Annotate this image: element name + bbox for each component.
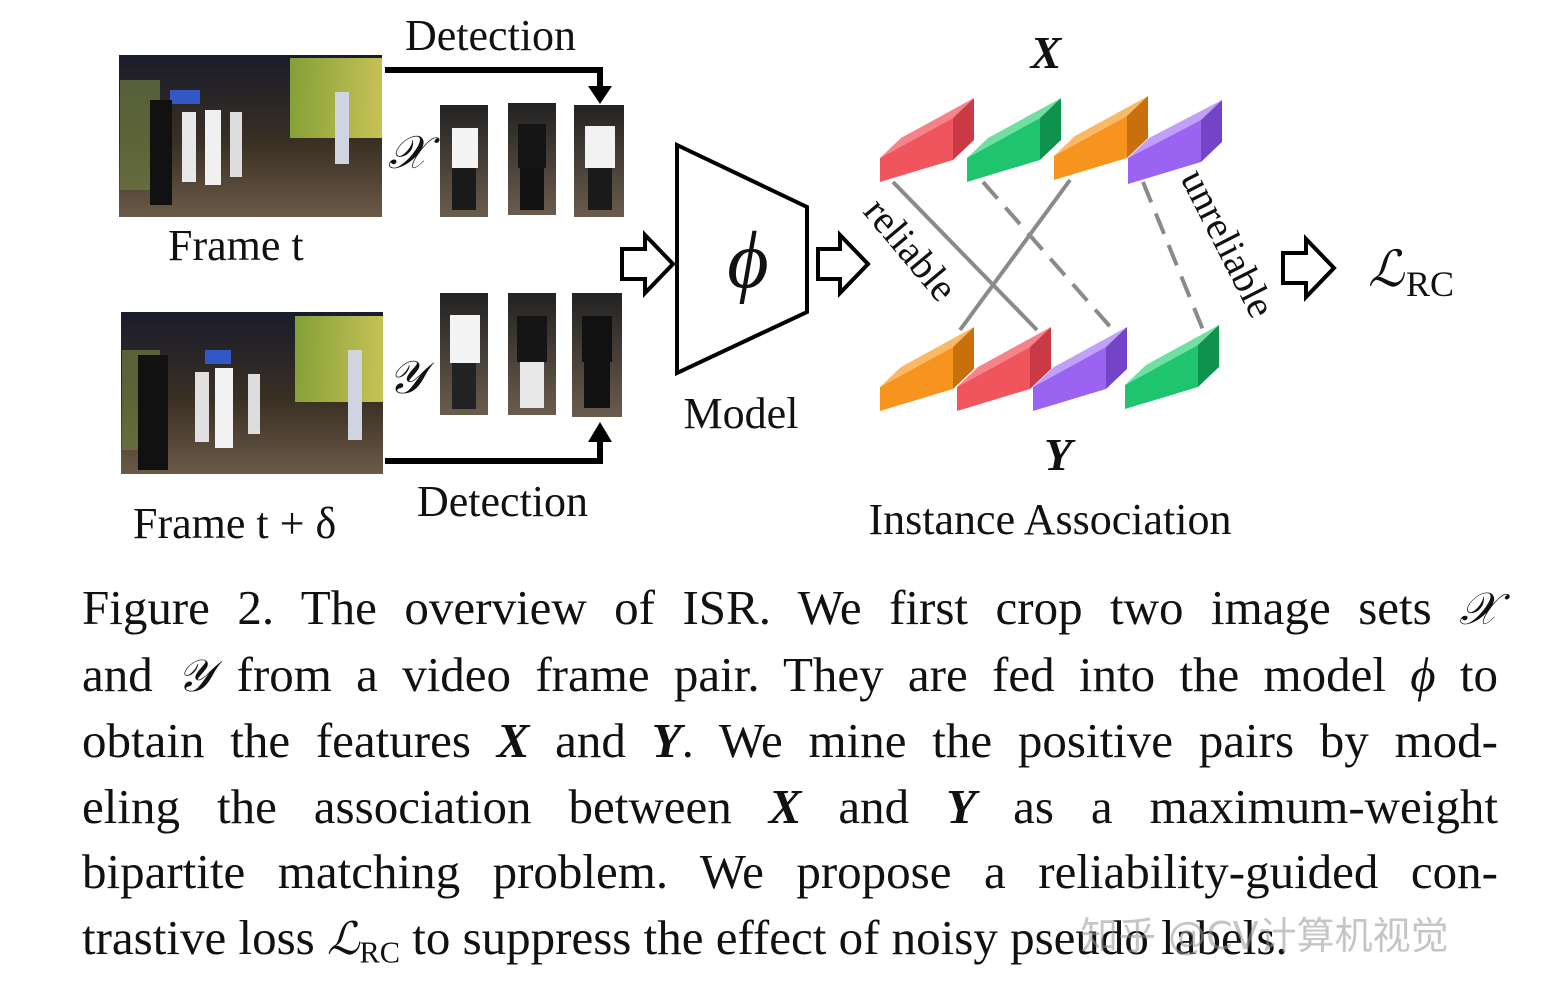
unreliable-match-line (981, 180, 1115, 332)
crop-image (574, 105, 624, 217)
output-arrow-icon (816, 230, 871, 298)
set-y-symbol: 𝒴 (388, 352, 435, 403)
feature-y-label: Y (1044, 429, 1076, 480)
reliable-match-line (891, 180, 1039, 332)
detection-arrow-bottom (385, 422, 612, 464)
feature-bar-orange (880, 327, 974, 411)
feature-bar-green (967, 98, 1061, 182)
crop-image (572, 293, 622, 417)
model-trapezoid (675, 141, 809, 377)
caption-line: Figure 2. The overview of ISR. We first … (82, 580, 1498, 635)
crop-image (440, 293, 488, 415)
frame-t-delta-image (121, 312, 383, 474)
association-lines (891, 178, 1205, 332)
feature-bar-green (1125, 325, 1219, 409)
feature-bar-red (880, 98, 974, 182)
crop-set-x (440, 103, 624, 217)
detection-label-top: Detection (405, 11, 576, 60)
crop-image (440, 105, 488, 217)
frame-t-label: Frame t (168, 221, 304, 270)
feature-x-label: X (1029, 27, 1063, 78)
caption-line: bipartite matching problem. We propose a… (82, 844, 1498, 899)
feature-set-x (880, 96, 1222, 184)
frame-t-image (119, 55, 382, 217)
crop-image (508, 103, 556, 215)
feature-set-y (880, 325, 1219, 411)
caption-line: and 𝒴 from a video frame pair. They are … (82, 646, 1498, 702)
detection-label-bottom: Detection (417, 477, 588, 526)
crop-set-y (440, 293, 622, 417)
feature-bar-orange (1054, 96, 1148, 180)
caption-line: trastive loss ℒRC to suppress the effect… (82, 909, 1288, 970)
feature-bar-purple (1128, 100, 1222, 184)
watermark: 知乎 @CV计算机视觉 (1080, 914, 1449, 958)
loss-arrow-icon (1281, 234, 1337, 302)
caption-line: eling the association between X and Y as… (82, 778, 1498, 834)
crop-image (508, 293, 556, 415)
reliable-label: reliable (855, 189, 967, 310)
figure-caption: Figure 2. The overview of ISR. We first … (82, 575, 1498, 986)
instance-association-label: Instance Association (869, 495, 1232, 544)
model-label: Model (684, 389, 799, 438)
input-arrow-icon (620, 230, 676, 298)
isr-overview-figure: Frame t Frame t + δ Detection Detection … (119, 11, 1454, 548)
feature-bar-red (957, 327, 1051, 411)
loss-symbol: ℒRC (1368, 241, 1454, 304)
unreliable-match-line (1141, 181, 1205, 331)
caption-line: obtain the features X and Y. We mine the… (82, 713, 1498, 768)
model-phi-symbol: ϕ (727, 217, 768, 305)
set-x-symbol: 𝒳 (388, 127, 440, 178)
frame-t-delta-label: Frame t + δ (133, 499, 336, 548)
feature-bar-purple (1033, 327, 1127, 411)
detection-arrow-top (385, 67, 612, 104)
reliable-match-line (958, 178, 1072, 332)
unreliable-label: unreliable (1172, 162, 1285, 325)
